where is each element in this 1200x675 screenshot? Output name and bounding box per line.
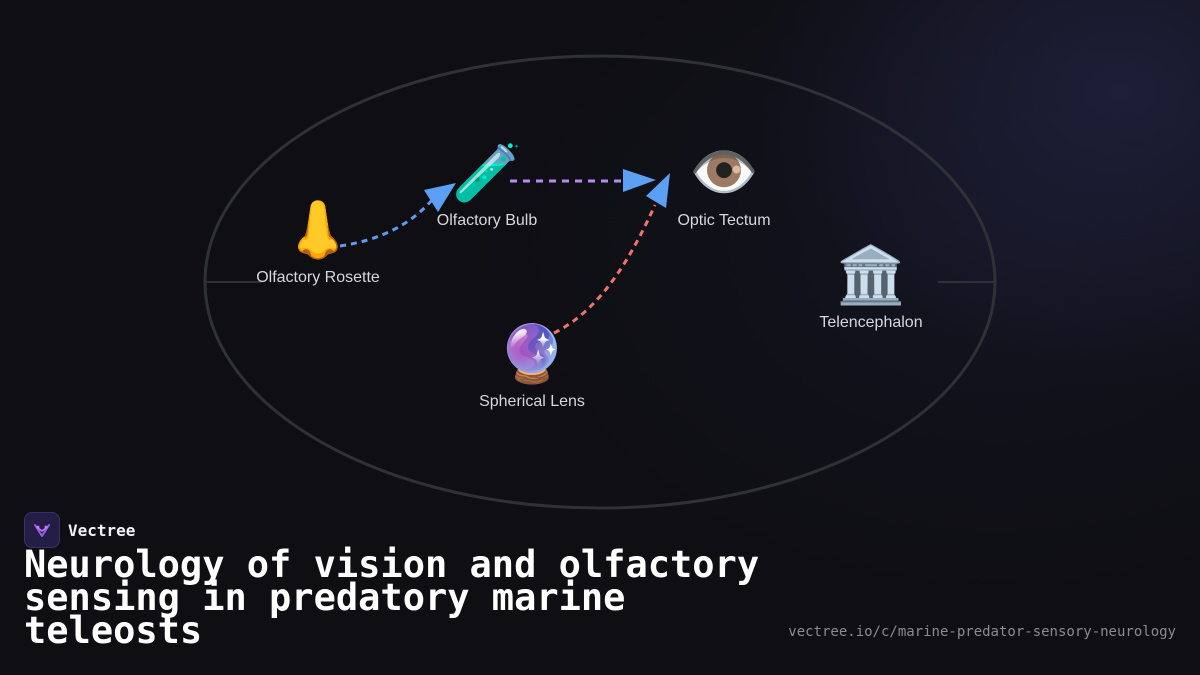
nose-icon: 👃	[283, 198, 353, 261]
node-label-optic-tectum: Optic Tectum	[677, 212, 771, 229]
brand-name: Vectree	[68, 520, 136, 540]
crystal-ball-icon: 🔮	[497, 322, 567, 385]
edge-lens-to-tectum	[553, 204, 657, 335]
vectree-logo-icon	[24, 512, 60, 548]
test-tube-icon: 🧪	[452, 141, 522, 204]
classical-building-icon: 🏛️	[836, 243, 906, 306]
region-ellipse	[203, 54, 997, 510]
arrowhead-rosette-to-bulb	[424, 183, 456, 212]
page-title: Neurology of vision and olfactory sensin…	[24, 543, 760, 652]
page-url[interactable]: vectree.io/c/marine-predator-sensory-neu…	[788, 624, 1176, 640]
eye-icon: 👁️	[689, 140, 759, 203]
edge-rosette-to-bulb	[339, 199, 434, 248]
node-label-olfactory-rosette: Olfactory Rosette	[256, 269, 380, 286]
arrowhead-bulb-to-tectum	[623, 169, 656, 192]
node-label-telencephalon: Telencephalon	[819, 314, 923, 331]
arrowhead-lens-to-tectum	[646, 173, 670, 208]
node-label-spherical-lens: Spherical Lens	[479, 393, 585, 410]
brand[interactable]: Vectree	[24, 512, 135, 548]
node-label-olfactory-bulb: Olfactory Bulb	[436, 212, 538, 229]
